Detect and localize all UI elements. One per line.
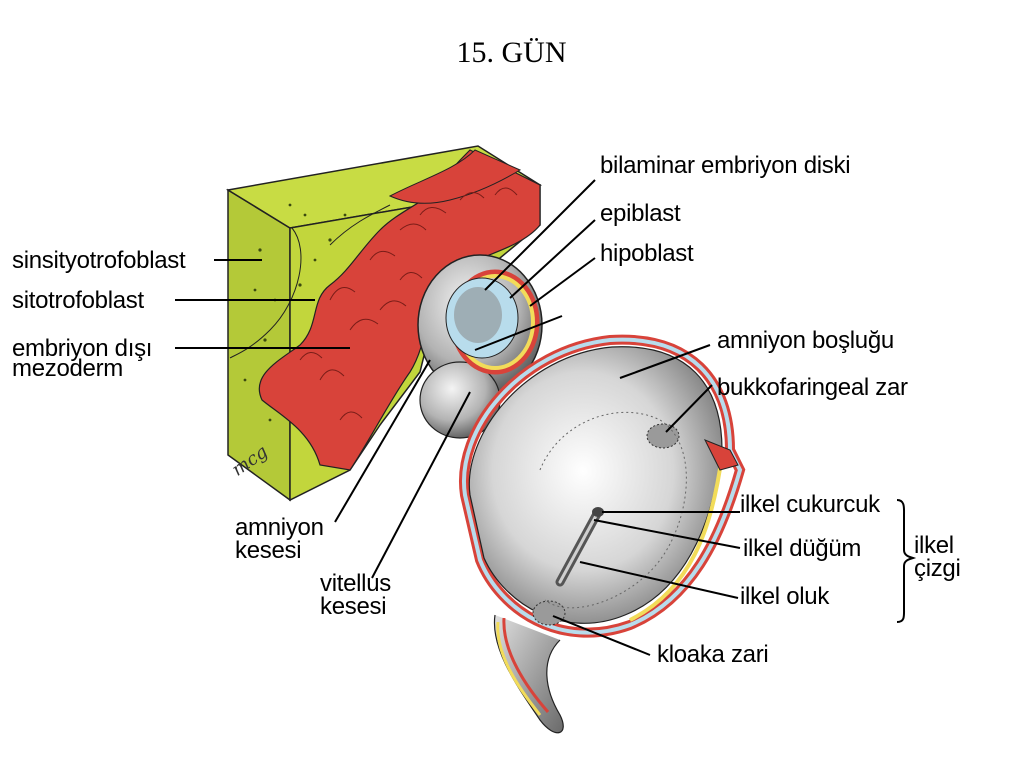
primitive-streak-brace — [896, 499, 917, 623]
label-primitive-streak-1: ilkel — [914, 532, 954, 559]
label-extraembryonic-mesoderm-2: mezoderm — [12, 355, 123, 382]
label-extraembryonic-mesoderm-1: embriyon dışı — [12, 335, 153, 362]
embryo-disc — [459, 334, 746, 734]
label-sinsityotrofoblast: sinsityotrofoblast — [12, 247, 186, 274]
label-bilaminar-disc: bilaminar embriyon diski — [600, 152, 851, 179]
label-amniotic-cavity: amniyon boşluğu — [717, 327, 894, 354]
label-cloacal-membrane: kloaka zari — [657, 641, 769, 668]
label-primitive-pit: ilkel cukurcuk — [740, 491, 880, 518]
label-epiblast: epiblast — [600, 200, 681, 227]
label-sitotrofoblast: sitotrofoblast — [12, 287, 144, 314]
label-primitive-groove: ilkel oluk — [740, 583, 830, 610]
label-hypoblast: hipoblast — [600, 240, 694, 267]
leader-lines — [175, 179, 741, 656]
page-title: 15. GÜN — [456, 36, 567, 69]
label-buccopharyngeal-membrane: bukkofaringeal zar — [717, 374, 908, 401]
label-amniotic-sac-1: amniyon — [235, 514, 324, 541]
label-primitive-streak-2: çizgi — [914, 555, 961, 582]
label-yolk-sac-1: vitellus — [320, 570, 391, 597]
label-amniotic-sac-2: kesesi — [235, 537, 302, 564]
label-yolk-sac-2: kesesi — [320, 593, 387, 620]
label-primitive-node: ilkel düğüm — [743, 535, 862, 562]
